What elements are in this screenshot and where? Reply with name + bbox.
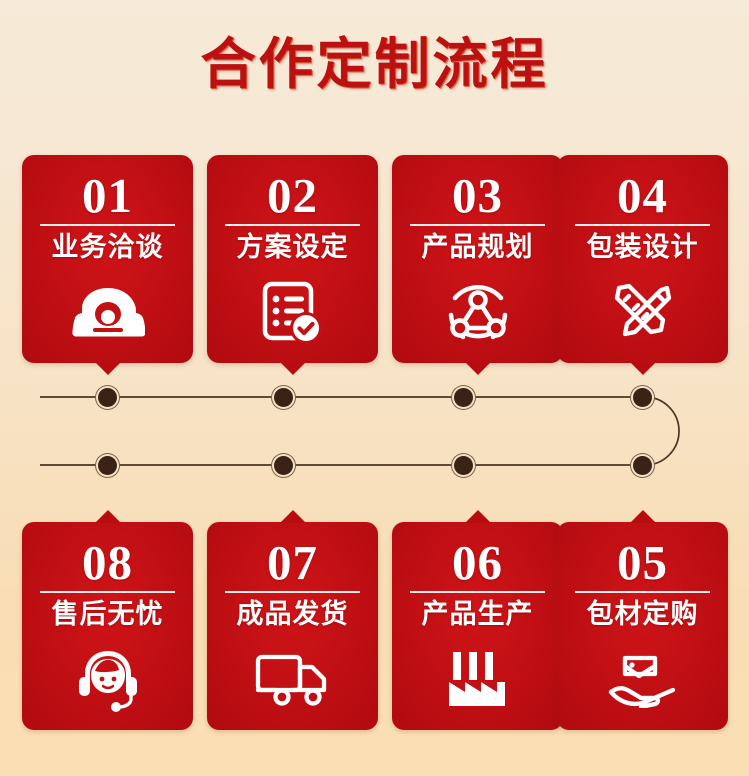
flow-rail bbox=[0, 370, 749, 490]
clipboard-check-icon bbox=[207, 273, 378, 353]
step-number: 03 bbox=[452, 168, 503, 223]
step-card-02[interactable]: 02 方案设定 bbox=[207, 155, 378, 363]
step-card-08[interactable]: 08 售后无忧 bbox=[22, 522, 193, 730]
flow-dot-5 bbox=[633, 456, 652, 475]
step-card-01[interactable]: 01 业务洽谈 bbox=[22, 155, 193, 363]
step-label: 包装设计 bbox=[586, 232, 699, 262]
step-divider bbox=[575, 591, 710, 593]
step-divider bbox=[40, 224, 175, 226]
flow-dot-1 bbox=[98, 388, 117, 407]
step-number: 06 bbox=[452, 535, 503, 590]
flow-rail-path bbox=[40, 396, 680, 466]
flow-dot-8 bbox=[98, 456, 117, 475]
flow-dot-7 bbox=[274, 456, 293, 475]
flow-dot-2 bbox=[274, 388, 293, 407]
flow-dot-3 bbox=[454, 388, 473, 407]
network-nodes-icon bbox=[392, 273, 563, 353]
step-label: 产品规划 bbox=[421, 232, 534, 262]
hand-package-icon bbox=[557, 640, 728, 720]
step-divider bbox=[225, 591, 360, 593]
step-number: 01 bbox=[82, 168, 133, 223]
delivery-truck-icon bbox=[207, 640, 378, 720]
step-number: 04 bbox=[617, 168, 668, 223]
step-card-06[interactable]: 06 产品生产 bbox=[392, 522, 563, 730]
step-label: 产品生产 bbox=[421, 599, 534, 629]
step-number: 02 bbox=[267, 168, 318, 223]
step-label: 售后无忧 bbox=[51, 599, 164, 629]
step-label: 业务洽谈 bbox=[51, 232, 164, 262]
pencil-ruler-icon bbox=[557, 273, 728, 353]
step-card-04[interactable]: 04 包装设计 bbox=[557, 155, 728, 363]
page-title: 合作定制流程 bbox=[200, 34, 549, 95]
step-label: 方案设定 bbox=[236, 232, 349, 262]
step-number: 05 bbox=[617, 535, 668, 590]
step-card-07[interactable]: 07 成品发货 bbox=[207, 522, 378, 730]
flow-dot-4 bbox=[633, 388, 652, 407]
step-label: 包材定购 bbox=[586, 599, 699, 629]
telephone-icon bbox=[22, 273, 193, 353]
factory-icon bbox=[392, 640, 563, 720]
step-divider bbox=[575, 224, 710, 226]
flow-dot-6 bbox=[454, 456, 473, 475]
headset-support-icon bbox=[22, 640, 193, 720]
step-number: 08 bbox=[82, 535, 133, 590]
step-card-03[interactable]: 03 产品规划 bbox=[392, 155, 563, 363]
step-divider bbox=[410, 591, 545, 593]
step-divider bbox=[410, 224, 545, 226]
step-card-05[interactable]: 05 包材定购 bbox=[557, 522, 728, 730]
step-number: 07 bbox=[267, 535, 318, 590]
step-divider bbox=[225, 224, 360, 226]
step-divider bbox=[40, 591, 175, 593]
step-label: 成品发货 bbox=[236, 599, 349, 629]
